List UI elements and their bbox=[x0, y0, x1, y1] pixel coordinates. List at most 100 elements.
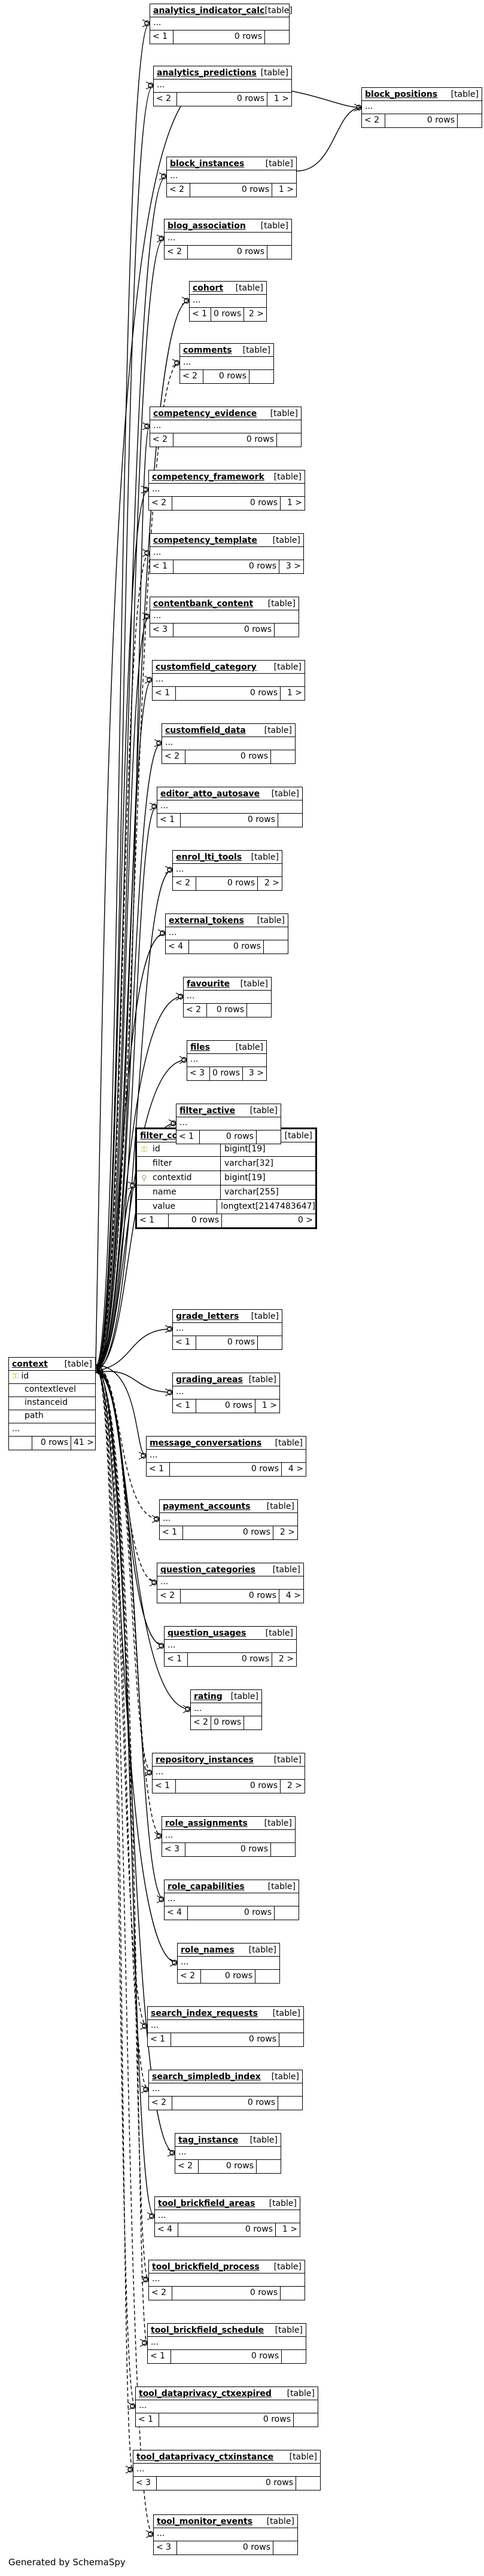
table-name[interactable]: filter_active bbox=[179, 1106, 236, 1116]
children-count[interactable]: 4 > bbox=[288, 1464, 303, 1474]
table-name[interactable]: files bbox=[190, 1043, 211, 1052]
children-count[interactable]: 2 > bbox=[278, 1654, 294, 1664]
children-count[interactable]: 41 > bbox=[74, 1438, 94, 1447]
parents-count[interactable]: < 1 bbox=[147, 1463, 170, 1476]
parents-count[interactable]: < 1 bbox=[136, 2413, 159, 2427]
parents-count[interactable]: < 2 bbox=[162, 750, 185, 763]
parents-count[interactable]: < 2 bbox=[149, 497, 172, 510]
parents-count[interactable]: < 2 bbox=[173, 877, 196, 890]
table-name[interactable]: rating bbox=[194, 1692, 223, 1701]
parents-count[interactable]: < 1 bbox=[160, 1526, 183, 1539]
children-count[interactable] bbox=[257, 1130, 281, 1144]
parents-count[interactable]: < 2 bbox=[150, 433, 173, 447]
parents-count[interactable]: < 1 bbox=[150, 560, 173, 573]
children-count[interactable]: 1 > bbox=[282, 2224, 297, 2234]
parents-count[interactable]: < 2 bbox=[167, 184, 190, 197]
parents-count[interactable]: < 1 bbox=[165, 1653, 188, 1666]
children-count[interactable] bbox=[282, 2350, 306, 2363]
parents-count[interactable]: < 2 bbox=[149, 2097, 172, 2110]
parents-count[interactable]: < 1 bbox=[148, 2350, 171, 2363]
parents-count[interactable]: < 2 bbox=[175, 2160, 199, 2173]
parents-count[interactable]: < 1 bbox=[173, 1399, 196, 1413]
table-name[interactable]: search_simpledb_index bbox=[152, 2072, 261, 2082]
table-name[interactable]: tool_brickfield_process bbox=[152, 2262, 260, 2272]
children-count[interactable] bbox=[267, 246, 291, 259]
parents-count[interactable]: < 2 bbox=[165, 246, 188, 259]
children-count[interactable]: 3 > bbox=[285, 561, 301, 571]
parents-count[interactable]: < 1 bbox=[137, 1214, 169, 1227]
table-name[interactable]: analytics_indicator_calc bbox=[153, 6, 265, 16]
parents-count[interactable]: < 2 bbox=[191, 1716, 212, 1729]
table-name[interactable]: question_usages bbox=[168, 1628, 246, 1638]
table-name[interactable]: enrol_lti_tools bbox=[176, 852, 242, 862]
children-count[interactable]: 1 > bbox=[287, 498, 302, 508]
table-name[interactable]: tag_instance bbox=[178, 2135, 239, 2145]
table-tool_dataprivacy_ctxexpired[interactable]: tool_dataprivacy_ctxexpired[table]...< 1… bbox=[135, 2386, 318, 2427]
table-name[interactable]: grading_areas bbox=[176, 1375, 243, 1385]
table-name[interactable]: role_assignments bbox=[165, 1819, 248, 1828]
children-count[interactable]: 1 > bbox=[287, 688, 302, 698]
table-name[interactable]: tool_brickfield_areas bbox=[158, 2199, 255, 2208]
children-count[interactable] bbox=[271, 750, 295, 763]
parents-count[interactable]: < 3 bbox=[162, 1843, 185, 1856]
children-count[interactable]: 2 > bbox=[287, 1781, 302, 1790]
children-count[interactable] bbox=[264, 940, 288, 954]
children-count[interactable] bbox=[278, 2097, 302, 2110]
table-name[interactable]: external_tokens bbox=[169, 916, 244, 925]
children-count[interactable] bbox=[279, 2033, 303, 2046]
parents-count[interactable]: < 4 bbox=[165, 1906, 188, 1920]
children-count[interactable]: 3 > bbox=[248, 1068, 264, 1078]
table-tool_dataprivacy_ctxinstance[interactable]: tool_dataprivacy_ctxinstance[table]...< … bbox=[133, 2450, 321, 2491]
table-name[interactable]: context bbox=[12, 1359, 48, 1369]
children-count[interactable] bbox=[275, 624, 299, 637]
parents-count[interactable]: < 2 bbox=[154, 93, 177, 106]
table-name[interactable]: message_conversations bbox=[150, 1438, 262, 1448]
table-context[interactable]: context [table] ⚿ id contextlevel instan… bbox=[8, 1357, 96, 1450]
children-count[interactable]: 0 > bbox=[297, 1215, 313, 1225]
parents-count[interactable]: < 1 bbox=[148, 2033, 171, 2046]
table-name[interactable]: tool_monitor_events bbox=[157, 2517, 253, 2526]
table-name[interactable]: block_positions bbox=[365, 90, 438, 99]
children-count[interactable] bbox=[278, 814, 302, 827]
parents-count[interactable]: < 1 bbox=[153, 1780, 176, 1793]
table-name[interactable]: search_index_requests bbox=[151, 2009, 258, 2018]
table-name[interactable]: cohort bbox=[193, 283, 224, 293]
table-name[interactable]: repository_instances bbox=[156, 1755, 254, 1765]
children-count[interactable]: 2 > bbox=[264, 878, 279, 888]
parents-count[interactable]: < 3 bbox=[154, 2541, 177, 2554]
parents-count[interactable]: < 2 bbox=[157, 1590, 181, 1603]
children-count[interactable] bbox=[281, 2287, 305, 2300]
children-count[interactable]: 1 > bbox=[273, 94, 289, 103]
children-count[interactable] bbox=[255, 1970, 279, 1983]
children-count[interactable] bbox=[271, 1843, 295, 1856]
parents-count[interactable]: < 1 bbox=[190, 308, 212, 321]
parents-count[interactable]: < 4 bbox=[166, 940, 189, 954]
parents-count[interactable]: < 2 bbox=[362, 114, 385, 127]
parents-count[interactable]: < 1 bbox=[173, 1336, 196, 1349]
children-count[interactable] bbox=[249, 370, 273, 383]
